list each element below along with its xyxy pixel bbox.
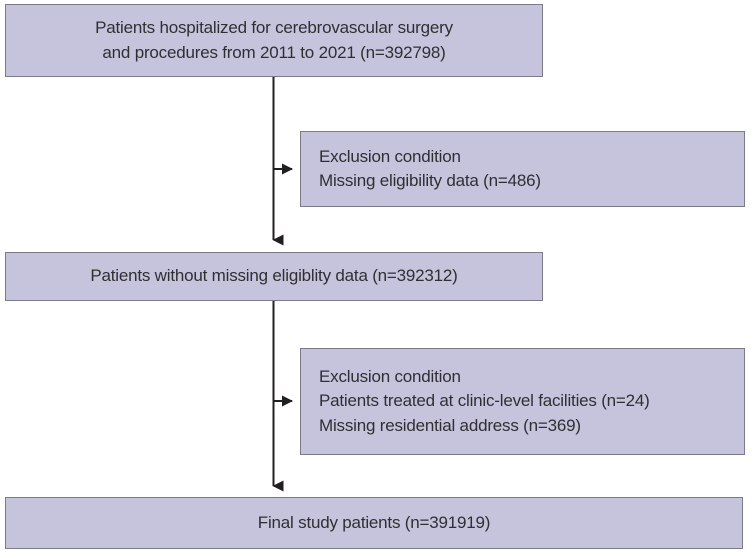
node-text-line: and procedures from 2011 to 2021 (n=3927… — [102, 42, 446, 62]
node-text-line: Patients hospitalized for cerebrovascula… — [95, 18, 453, 38]
node-text-line: Exclusion condition — [319, 367, 461, 387]
node-text-line: Patients treated at clinic-level facilit… — [319, 391, 650, 411]
node-exclusion-1: Exclusion condition Missing eligibility … — [300, 131, 745, 207]
node-text-line: Final study patients (n=391919) — [257, 512, 491, 532]
node-cohort-after-eligibility: Patients without missing eligiblity data… — [5, 252, 543, 301]
node-cohort-initial: Patients hospitalized for cerebrovascula… — [5, 4, 543, 77]
node-exclusion-2: Exclusion condition Patients treated at … — [300, 348, 745, 455]
node-text-line: Missing eligibility data (n=486) — [319, 171, 541, 190]
node-cohort-final: Final study patients (n=391919) — [5, 497, 743, 549]
node-text-line: Exclusion condition — [319, 146, 461, 166]
node-text-line: Missing residential address (n=369) — [319, 415, 581, 435]
node-text-line: Patients without missing eligiblity data… — [90, 266, 458, 286]
